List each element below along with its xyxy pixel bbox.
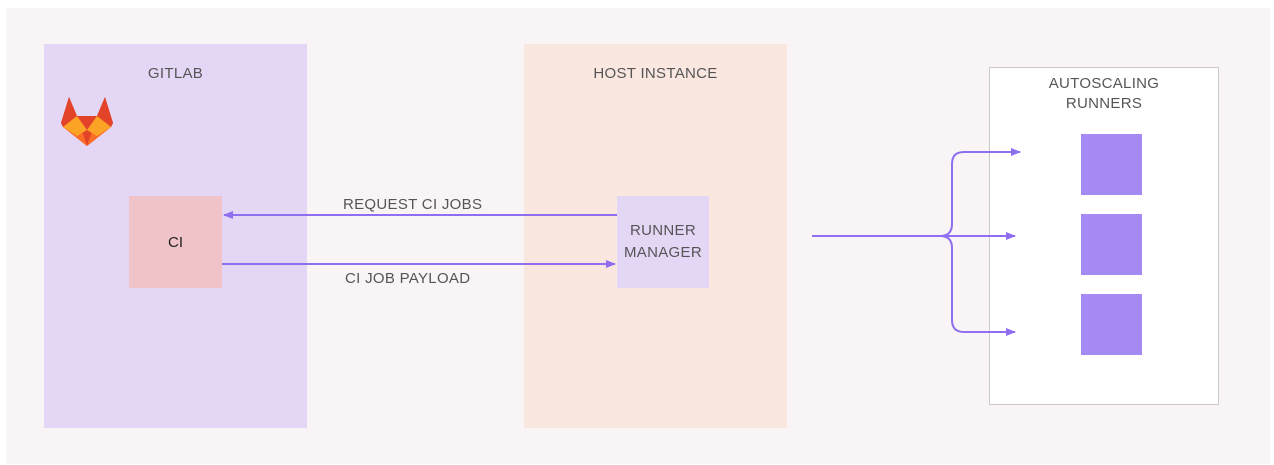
autoscaling-runners-title: AUTOSCALING RUNNERS	[990, 74, 1218, 114]
runner-manager-label-line1: RUNNER	[630, 222, 696, 239]
host-instance-title: HOST INSTANCE	[593, 65, 718, 82]
ci-box: CI	[129, 196, 222, 288]
ci-label: CI	[168, 233, 183, 251]
runner-manager-box: RUNNER MANAGER	[617, 196, 709, 288]
autoscaling-title-line1: AUTOSCALING	[1048, 75, 1160, 92]
runner-instance-1	[1081, 134, 1142, 195]
runner-manager-label-line2: MANAGER	[624, 244, 702, 261]
gitlab-fox-icon	[61, 97, 113, 146]
runner-instance-2	[1081, 214, 1142, 275]
gitlab-title: GITLAB	[147, 65, 204, 82]
ci-job-payload-label: CI JOB PAYLOAD	[345, 270, 471, 287]
scale-out-branch-1	[939, 148, 1021, 237]
scale-out-branch-3	[939, 235, 1016, 336]
runner-instance-3	[1081, 294, 1142, 355]
autoscaling-title-line2: RUNNERS	[1065, 95, 1143, 112]
request-ci-jobs-label: REQUEST CI JOBS	[343, 196, 483, 213]
